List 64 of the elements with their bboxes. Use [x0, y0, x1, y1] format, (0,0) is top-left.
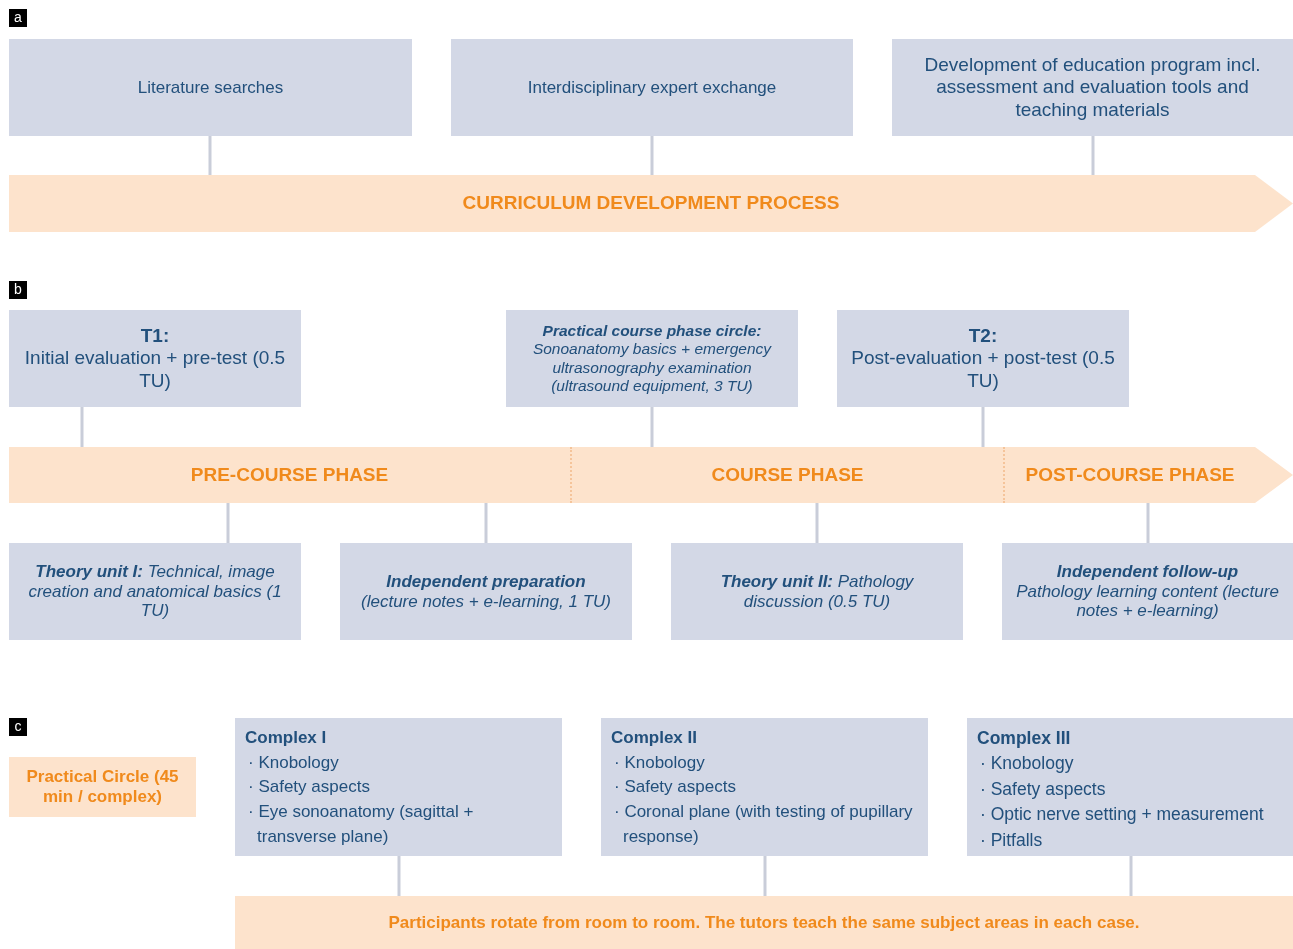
rotation-band [235, 896, 1293, 949]
box-heading: T2: [968, 325, 998, 348]
box-text: Interdisciplinary expert exchange [527, 77, 777, 98]
process-box [9, 39, 412, 136]
connector-line [1129, 856, 1133, 896]
connector-line [484, 503, 488, 543]
process-box [837, 310, 1129, 407]
box-text: · Knobology [247, 751, 339, 774]
box-text: · Optic nerve setting + measurement [979, 803, 1264, 827]
box-text: · Knobology [979, 752, 1074, 776]
panel-letter: a [9, 9, 27, 27]
process-box [451, 39, 853, 136]
connector-line [981, 407, 985, 447]
box-heading: T1: [140, 325, 170, 348]
box-text: Post-evaluation + post-test (0.5 TU) [850, 347, 1116, 392]
box-text: Literature searches [137, 77, 284, 98]
connector-line [815, 503, 819, 543]
box-text: Sonoanatomy basics + emergency ultrasonography examination (ultrasound equipment, 3 TU) [531, 340, 773, 395]
process-box [506, 310, 798, 407]
station-box [967, 718, 1293, 856]
station-box [601, 718, 928, 856]
connector-line [1091, 136, 1095, 175]
band-label: CURRICULUM DEVELOPMENT PROCESS [462, 192, 840, 215]
box-text: Development of education program incl. assessment and evaluation tools and teaching materials [923, 54, 1262, 121]
box-text: Theory unit II: Pathology discussion (0.5 TU) [719, 571, 915, 612]
connector-line [208, 136, 212, 175]
box-text: · Safety aspects [613, 776, 736, 799]
panel-letter: c [9, 718, 27, 736]
station-box [235, 718, 562, 856]
box-text: Initial evaluation + pre-test (0.5 TU) [23, 347, 287, 392]
phase-label: POST-COURSE PHASE [1003, 447, 1255, 503]
connector-line [226, 503, 230, 543]
process-box [892, 39, 1293, 136]
process-box [9, 543, 301, 640]
box-text: Participants rotate from room to room. The tutors teach the same subject areas in each case. [388, 912, 1140, 933]
process-box [671, 543, 963, 640]
connector-line [80, 407, 84, 447]
connector-line [397, 856, 401, 896]
process-box [9, 310, 301, 407]
panel-letter: b [9, 281, 27, 299]
connector-line [763, 856, 767, 896]
box-text: Practical Circle (45 min / complex) [25, 767, 180, 807]
box-text: · Coronal plane (with testing of pupillary response) [613, 800, 914, 848]
process-box [340, 543, 632, 640]
process-box [1002, 543, 1293, 640]
box-text: · Safety aspects [247, 776, 370, 799]
box-heading: Complex I [245, 727, 327, 749]
connector-line [650, 136, 654, 175]
box-heading: Independent follow-up [1056, 561, 1239, 582]
connector-line [650, 407, 654, 447]
box-text: · Knobology [613, 751, 705, 774]
box-text: Pathology learning content (lecture notes + e-learning) [1015, 581, 1280, 622]
phase-label: PRE-COURSE PHASE [9, 447, 570, 503]
box-text: Theory unit I: Technical, image creation and anatomical basics (1 TU) [27, 561, 283, 622]
box-heading: Practical course phase circle: [542, 322, 762, 341]
box-text: (lecture notes + e-learning, 1 TU) [361, 591, 611, 612]
box-text: · Eye sonoanatomy (sagittal + transverse plane) [247, 800, 475, 848]
box-heading: Complex II [611, 727, 697, 749]
box-text: · Safety aspects [979, 777, 1106, 801]
box-heading: Independent preparation [386, 571, 586, 592]
box-heading: Complex III [977, 727, 1071, 750]
connector-line [1146, 503, 1150, 543]
phase-label: COURSE PHASE [570, 447, 1003, 503]
box-text: · Pitfalls [979, 828, 1043, 852]
